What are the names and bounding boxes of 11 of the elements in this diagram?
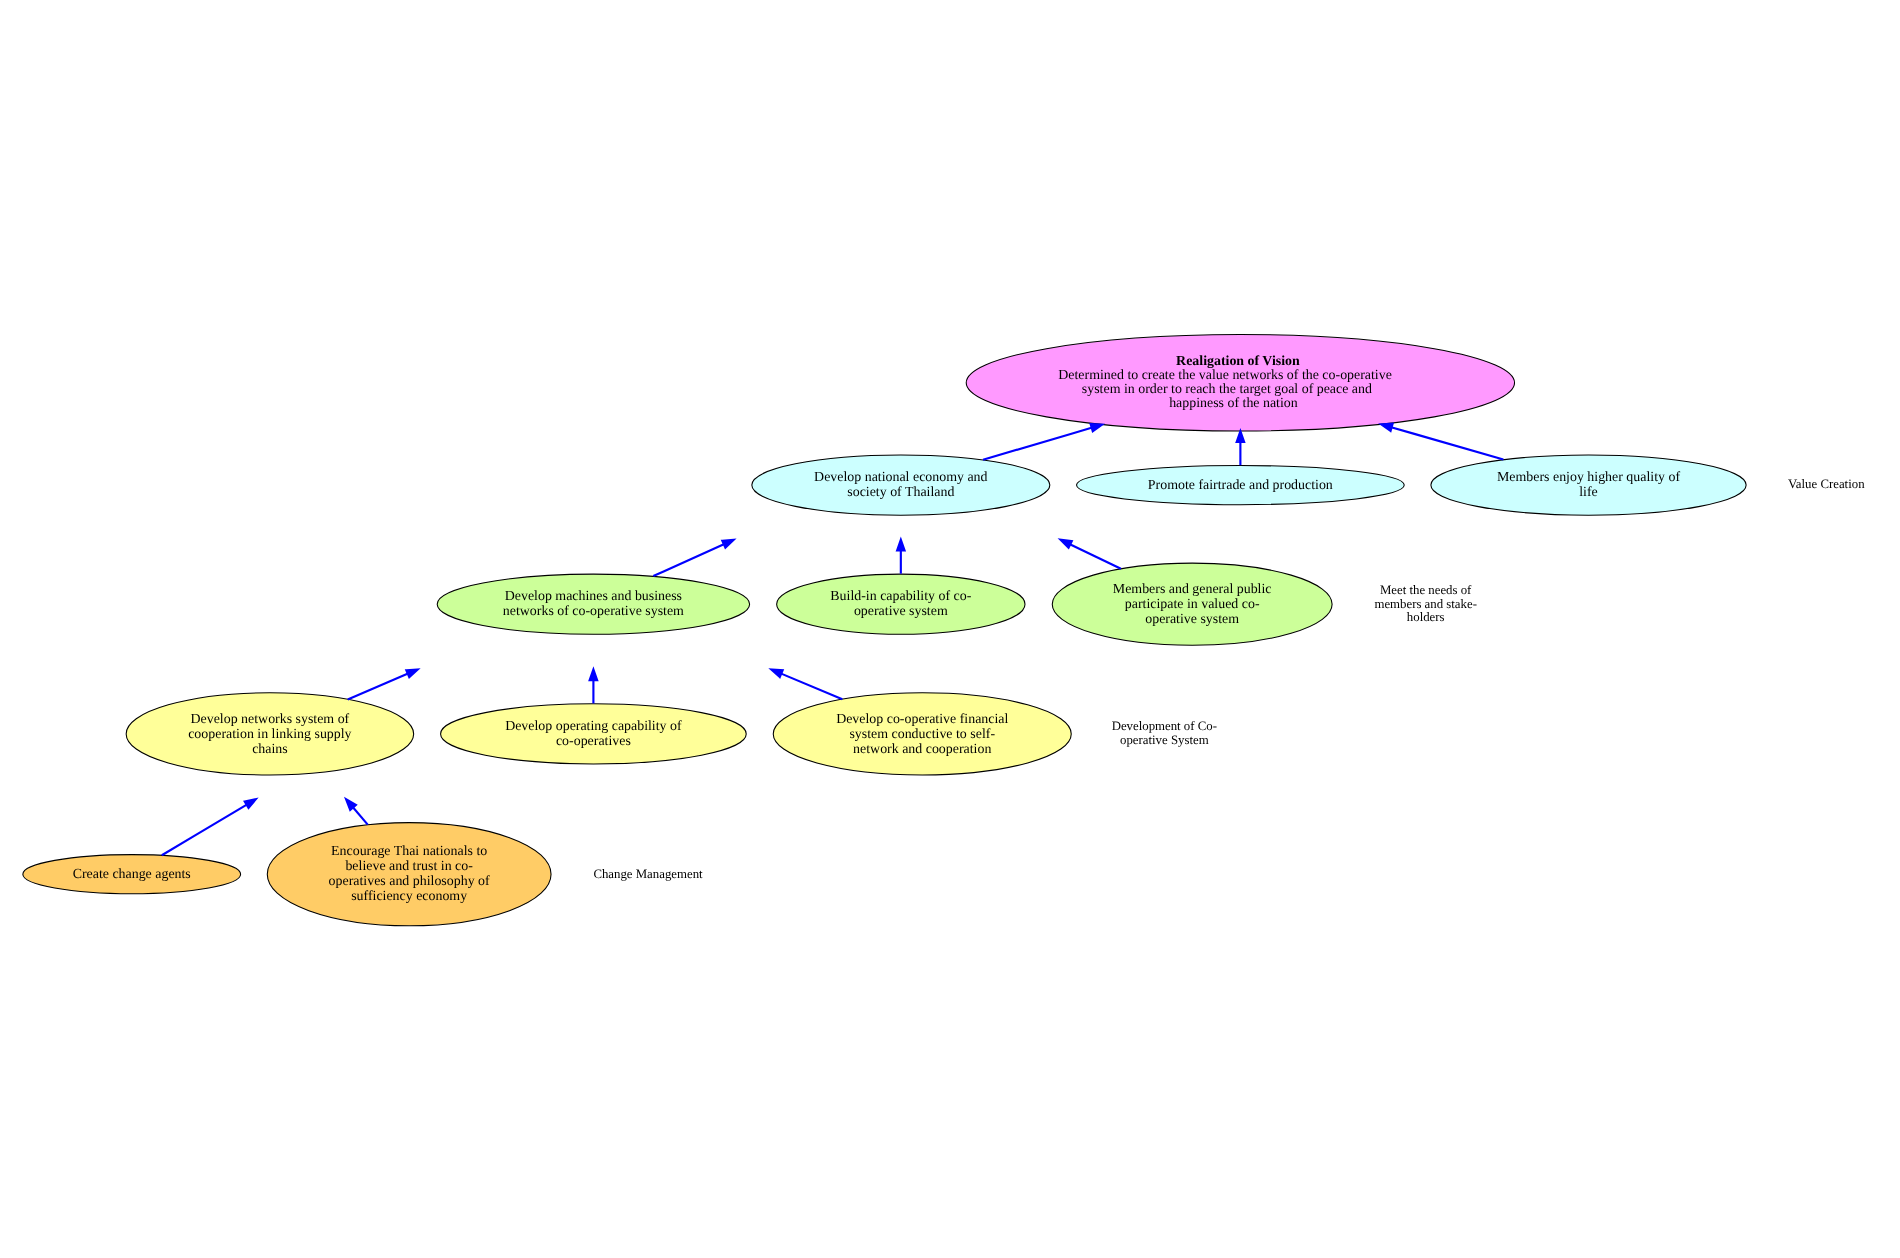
arrow <box>587 665 598 703</box>
arrow <box>767 667 842 700</box>
arrow <box>651 537 736 577</box>
arrow <box>1056 537 1121 569</box>
arrow <box>894 535 906 573</box>
arrow <box>981 421 1105 460</box>
arrow <box>1377 421 1503 460</box>
arrow <box>160 796 258 856</box>
arrow <box>342 795 368 825</box>
arrow <box>1234 427 1245 465</box>
arrow <box>346 667 420 700</box>
